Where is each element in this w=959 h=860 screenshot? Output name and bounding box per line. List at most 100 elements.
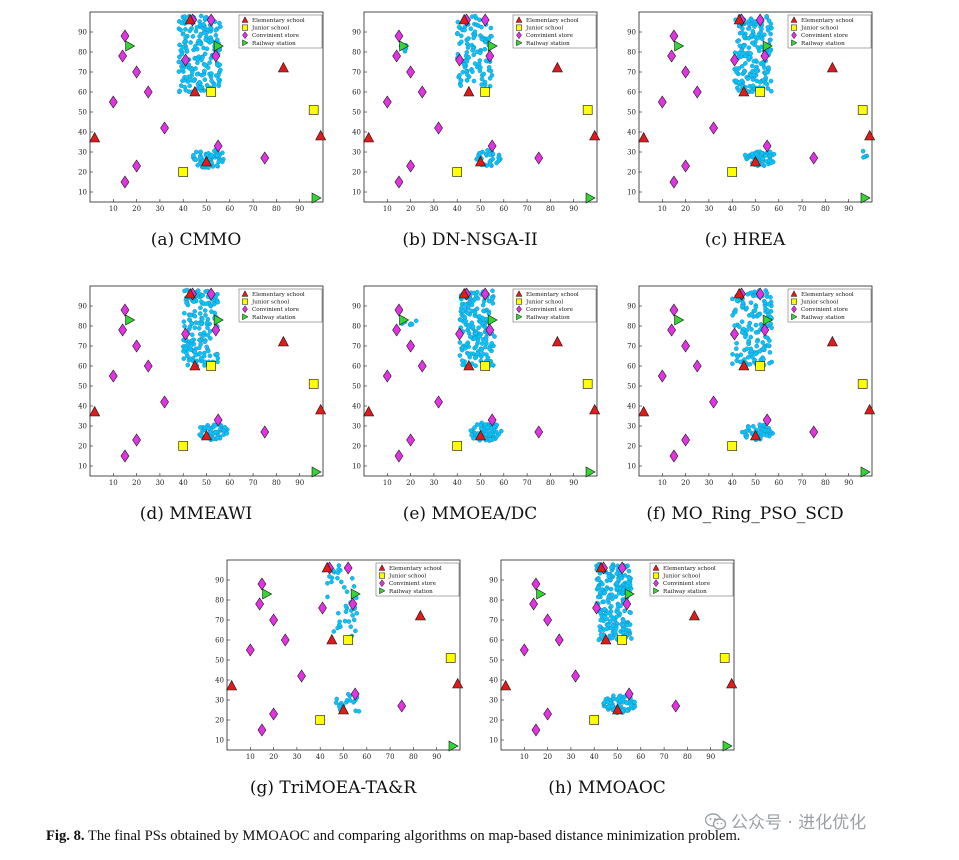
y-tick-label: 30 — [352, 148, 361, 156]
y-tick-label: 90 — [215, 576, 224, 584]
ps-point — [338, 579, 344, 585]
y-tick-label: 40 — [352, 128, 361, 136]
ps-point — [741, 43, 747, 49]
ps-point — [596, 577, 601, 583]
x-tick-label: 80 — [546, 479, 555, 487]
legend-label: Railway station — [526, 315, 570, 321]
ps-point — [188, 343, 193, 349]
ps-point — [624, 708, 630, 713]
ps-point — [487, 437, 493, 442]
store-marker — [297, 669, 306, 683]
ps-point — [460, 362, 465, 368]
ps-point — [767, 338, 772, 343]
elementary-school-marker — [363, 405, 375, 417]
store-marker — [206, 13, 216, 27]
y-tick-label: 90 — [352, 302, 361, 310]
legend-label: Elementary school — [526, 292, 579, 298]
ps-point — [757, 348, 763, 354]
ps-point — [459, 33, 464, 39]
y-tick-label: 90 — [78, 28, 87, 36]
store-marker — [681, 65, 690, 79]
ps-point — [742, 152, 748, 158]
railway-station-marker — [624, 588, 635, 600]
y-tick-label: 90 — [78, 302, 87, 310]
y-tick-label: 70 — [352, 342, 361, 350]
ps-point — [765, 308, 770, 313]
ps-point — [732, 50, 738, 56]
elementary-school-marker — [201, 429, 212, 441]
ps-point — [486, 298, 492, 304]
ps-point — [351, 617, 357, 623]
legend-label: Railway station — [389, 589, 433, 595]
store-marker — [480, 287, 490, 301]
y-tick-label: 10 — [78, 188, 87, 196]
ps-point — [486, 65, 492, 70]
ps-point — [354, 611, 359, 616]
ps-point — [191, 152, 196, 158]
elementary-school-marker — [726, 677, 738, 689]
ps-point — [750, 354, 755, 360]
ps-point — [477, 50, 483, 56]
railway-station-marker — [350, 588, 361, 600]
store-marker — [120, 303, 130, 317]
x-tick-label: 40 — [590, 753, 599, 761]
ps-point — [342, 618, 348, 624]
legend-box — [787, 288, 872, 323]
store-marker — [260, 151, 270, 165]
ps-point — [356, 708, 362, 714]
railway-station-marker — [487, 314, 498, 326]
ps-point — [213, 27, 218, 33]
store-marker — [487, 413, 497, 427]
ps-point — [736, 80, 742, 86]
elementary-school-marker — [475, 155, 486, 167]
y-tick-label: 20 — [352, 442, 361, 450]
y-tick-label: 70 — [352, 68, 361, 76]
ps-point — [606, 610, 611, 616]
ps-point — [749, 40, 755, 46]
ps-point — [209, 152, 214, 158]
store-marker — [531, 577, 541, 591]
store-marker — [455, 53, 464, 67]
store-marker — [480, 13, 490, 27]
ps-point — [743, 61, 748, 66]
ps-point — [206, 425, 211, 431]
ps-point — [483, 58, 489, 64]
store-marker — [120, 449, 130, 463]
store-marker — [417, 359, 427, 373]
x-tick-label: 70 — [386, 753, 395, 761]
ps-point — [766, 65, 771, 70]
junior-school-marker — [589, 715, 599, 725]
ps-point — [337, 619, 342, 624]
ps-point — [464, 58, 469, 64]
ps-point — [749, 311, 754, 317]
y-tick-label: 10 — [627, 462, 636, 470]
ps-point — [181, 348, 186, 354]
store-marker — [417, 85, 427, 99]
ps-point — [334, 696, 339, 702]
store-marker — [118, 49, 127, 63]
panel-caption: (g) TriMOEA-TA&R — [249, 778, 417, 798]
ps-point — [188, 40, 193, 45]
ps-point — [748, 300, 754, 306]
ps-point — [211, 82, 217, 88]
ps-point — [608, 586, 614, 592]
store-marker — [132, 65, 141, 79]
legend-box — [649, 562, 734, 597]
elementary-school-marker — [475, 429, 486, 441]
x-tick-label: 20 — [681, 205, 690, 213]
ps-point — [215, 435, 220, 441]
ps-point — [209, 71, 214, 76]
legend-label: Convinient store — [252, 307, 300, 313]
ps-point — [608, 619, 613, 624]
store-marker — [350, 687, 360, 701]
ps-point — [343, 609, 349, 615]
store-marker — [394, 449, 404, 463]
store-marker — [529, 597, 538, 611]
x-tick-label: 20 — [132, 479, 141, 487]
elementary-school-marker — [463, 359, 475, 371]
y-tick-label: 80 — [352, 322, 361, 330]
x-tick-label: 20 — [269, 753, 278, 761]
